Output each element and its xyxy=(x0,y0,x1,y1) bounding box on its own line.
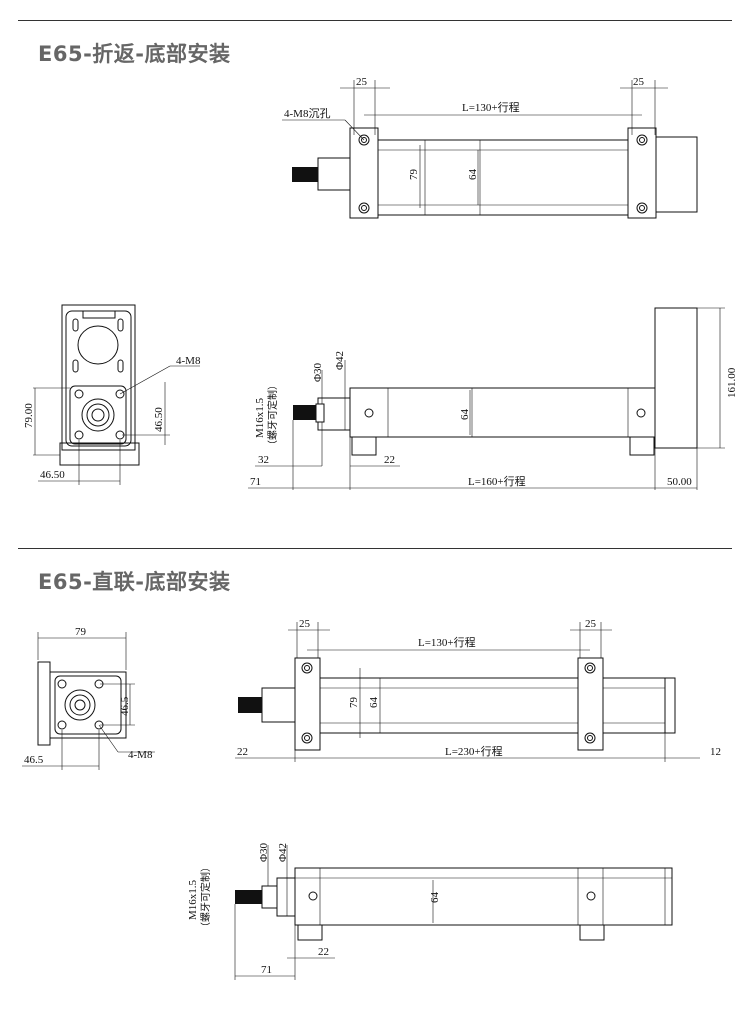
dim-22: 22 xyxy=(384,454,395,466)
dim-hole-h: 46.5 xyxy=(24,754,44,766)
dim-50: 50.00 xyxy=(667,476,692,488)
folded-side-view: Φ30 Φ42 M16x1.5 （螺牙可定制） 64 32 22 71 L=16… xyxy=(248,307,738,490)
dia-42: Φ42 xyxy=(334,351,346,370)
folded-end-view: 4-M8 79.00 46.50 46.50 xyxy=(23,304,201,485)
dim-12: 12 xyxy=(710,746,721,758)
dim-64: 64 xyxy=(459,409,471,421)
dia-30: Φ30 xyxy=(312,362,324,382)
hole-label: 4-M8 xyxy=(176,355,201,367)
dim-71: 71 xyxy=(250,476,261,488)
direct-side-view: Φ30 Φ42 M16x1.5 （螺牙可定制） 64 22 71 xyxy=(187,842,673,980)
dim-32: 32 xyxy=(258,454,269,466)
dia-42: Φ42 xyxy=(277,843,289,862)
dim-right-25: 25 xyxy=(585,618,597,630)
section-divider-1 xyxy=(18,20,732,21)
thread-note: （螺牙可定制） xyxy=(199,862,212,932)
dim-79: 79 xyxy=(408,169,420,181)
dim-left-25: 25 xyxy=(299,618,311,630)
dim-22: 22 xyxy=(318,946,329,958)
dim-79: 79.00 xyxy=(23,403,35,428)
dim-length-130: L=130+行程 xyxy=(418,636,476,649)
dim-161: 161.00 xyxy=(726,367,738,398)
dim-22: 22 xyxy=(237,746,248,758)
dim-length-130: L=130+行程 xyxy=(462,101,520,114)
thread-note: （螺牙可定制） xyxy=(266,380,279,450)
section-title-direct: E65-直联-底部安装 xyxy=(38,570,231,594)
dim-79: 79 xyxy=(75,626,87,638)
section-divider-2 xyxy=(18,548,732,549)
dim-right-25: 25 xyxy=(633,76,645,88)
dim-64: 64 xyxy=(429,892,441,904)
dim-79: 79 xyxy=(348,697,360,709)
dim-hole-v: 46.50 xyxy=(153,407,165,432)
dim-hole-h: 46.50 xyxy=(40,469,65,481)
dim-hole-v: 46.5 xyxy=(119,696,131,716)
folded-top-view: 25 25 L=130+行程 4-M8沉孔 79 64 xyxy=(282,76,698,219)
hole-label: 4-M8 xyxy=(128,749,153,761)
dim-64: 64 xyxy=(368,697,380,709)
dim-71: 71 xyxy=(261,964,272,976)
thread-spec: M16x1.5 xyxy=(254,397,266,438)
dim-left-25: 25 xyxy=(356,76,368,88)
dim-length-230: L=230+行程 xyxy=(445,745,503,758)
dim-length-160: L=160+行程 xyxy=(468,475,526,488)
thread-spec: M16x1.5 xyxy=(187,879,199,920)
section-title-folded: E65-折返-底部安装 xyxy=(38,42,231,66)
dia-30: Φ30 xyxy=(258,842,270,862)
dim-64: 64 xyxy=(467,169,479,181)
hole-label: 4-M8沉孔 xyxy=(284,107,330,120)
direct-top-view: 25 25 L=130+行程 79 64 22 L=230+行程 12 xyxy=(235,618,721,762)
direct-end-view: 79 46.5 46.5 4-M8 xyxy=(22,626,155,770)
